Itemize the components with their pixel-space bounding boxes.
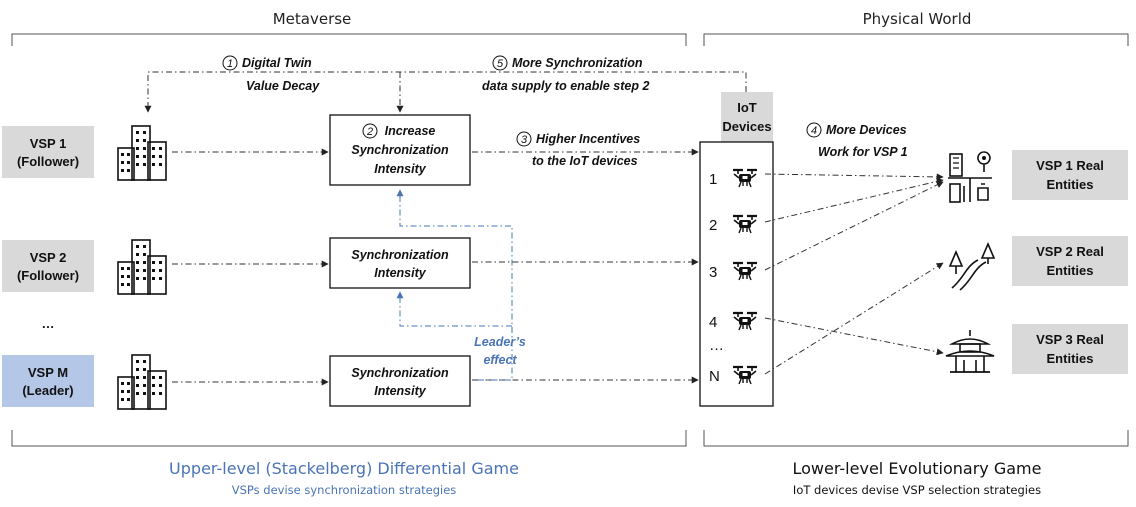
vsp-3-real-entities: VSP 3 Real Entities [1012, 324, 1128, 374]
vsp-m-label: VSP M [28, 365, 68, 380]
vsp-2-bg [2, 240, 94, 292]
sync-box-increase-line3: Intensity [374, 162, 426, 176]
vsp-m-bg [2, 355, 94, 407]
iot-header-line2: Devices [722, 119, 771, 134]
arrow-device1-to-vsp1 [764, 173, 944, 181]
vsp-1-role: (Follower) [17, 154, 79, 169]
vsp-3-real-line1: VSP 3 Real [1036, 332, 1104, 347]
sync-box-increase: 2 Increase Synchronization Intensity [329, 114, 471, 186]
device-label-ellipsis: … [709, 337, 724, 354]
step-3-line2: to the IoT devices [532, 154, 638, 168]
sync-box-increase-line2: Synchronization [351, 143, 449, 157]
device-label-3: 3 [709, 264, 717, 281]
step-5-line2: data supply to enable step 2 [482, 79, 649, 93]
step-2-number: 2 [366, 126, 373, 138]
leader-effect-line2: effect [483, 353, 517, 367]
vsp-2-real-line1: VSP 2 Real [1036, 244, 1104, 259]
building-icon [117, 354, 167, 410]
device-label-1: 1 [709, 171, 717, 188]
metaverse-bottom-bracket [11, 430, 687, 447]
vsp-1-real-line2: Entities [1047, 177, 1094, 192]
vsp-m-role: (Leader) [22, 383, 73, 398]
vsp-1-bg [2, 126, 94, 178]
vsp-2-real-entities: VSP 2 Real Entities [1012, 236, 1128, 286]
upper-level-game-subtitle: VSPs devise synchronization strategies [232, 483, 457, 497]
step-5-circle [492, 55, 508, 71]
vsp-2-real-line2: Entities [1047, 263, 1094, 278]
sync-box-vspm-line2: Intensity [374, 384, 426, 398]
sync-box-vspm: Synchronization Intensity [329, 355, 471, 407]
step-2-circle [362, 123, 378, 139]
vsp-1-box: VSP 1 (Follower) [2, 126, 94, 178]
device-label-2: 2 [709, 217, 717, 234]
sync-box-vsp2-line1: Synchronization [351, 248, 449, 262]
feedback-loop-path [144, 71, 747, 113]
sync-box-vspm-line1: Synchronization [351, 366, 449, 380]
building-icon [117, 239, 167, 295]
building-icon [117, 125, 167, 181]
device-label-n: N [709, 368, 720, 385]
arrow-device4-to-vsp3 [764, 317, 944, 356]
city-map-icon [948, 151, 992, 203]
step-4-line1: More Devices [826, 123, 907, 137]
lower-level-game-subtitle: IoT devices devise VSP selection strateg… [793, 483, 1041, 497]
section-title-physical-world: Physical World [863, 10, 972, 28]
step-4-circle [806, 122, 822, 138]
leader-effect-line1: Leader’s [474, 335, 526, 349]
metaverse-top-bracket [11, 33, 687, 46]
iot-header-line1: IoT [737, 100, 757, 115]
leader-effect-path-upper [396, 189, 513, 381]
device-label-4: 4 [709, 314, 717, 331]
physical-bottom-bracket [703, 430, 1129, 447]
step-4-number: 4 [811, 125, 817, 137]
vsp-1-real-entities: VSP 1 Real Entities [1012, 150, 1128, 200]
physical-top-bracket [703, 33, 1129, 46]
step-5-line1: More Synchronization [512, 56, 643, 70]
vsp-1-real-line1: VSP 1 Real [1036, 158, 1104, 173]
iot-devices-header: IoT Devices [721, 92, 773, 142]
step-3-line1: Higher Incentives [536, 132, 640, 146]
step-5-number: 5 [497, 58, 504, 70]
sync-box-vsp2-line2: Intensity [374, 266, 426, 280]
sync-box-increase-line1: Increase [385, 124, 436, 138]
upper-level-game-title: Upper-level (Stackelberg) Differential G… [169, 459, 519, 478]
section-title-metaverse: Metaverse [273, 10, 352, 28]
step-1-line2: Value Decay [246, 79, 320, 93]
step-1-number: 1 [227, 58, 233, 70]
vsp-ellipsis: … [42, 316, 55, 331]
vsp-1-label: VSP 1 [30, 136, 67, 151]
vsp-2-box: VSP 2 (Follower) [2, 240, 94, 292]
step-4-line2: Work for VSP 1 [818, 145, 908, 159]
lower-level-game-title: Lower-level Evolutionary Game [793, 459, 1042, 478]
step-1-line1: Digital Twin [242, 56, 312, 70]
arrow-devicen-to-vsp2 [764, 262, 944, 375]
pagoda-icon [945, 330, 995, 373]
leader-effect-path-lower [396, 291, 512, 327]
step-3-number: 3 [521, 134, 528, 146]
sync-box-vsp2: Synchronization Intensity [329, 237, 471, 289]
step-3-circle [516, 131, 532, 147]
iot-devices-column [699, 141, 774, 407]
vsp-2-label: VSP 2 [30, 250, 67, 265]
vsp-m-box: VSP M (Leader) [2, 355, 94, 407]
vsp-2-role: (Follower) [17, 268, 79, 283]
step-1-circle [222, 55, 238, 71]
vsp-3-real-line2: Entities [1047, 351, 1094, 366]
arrow-device2-to-vsp1 [764, 178, 944, 223]
road-trees-icon [948, 241, 996, 291]
arrow-device3-to-vsp1 [764, 181, 944, 271]
